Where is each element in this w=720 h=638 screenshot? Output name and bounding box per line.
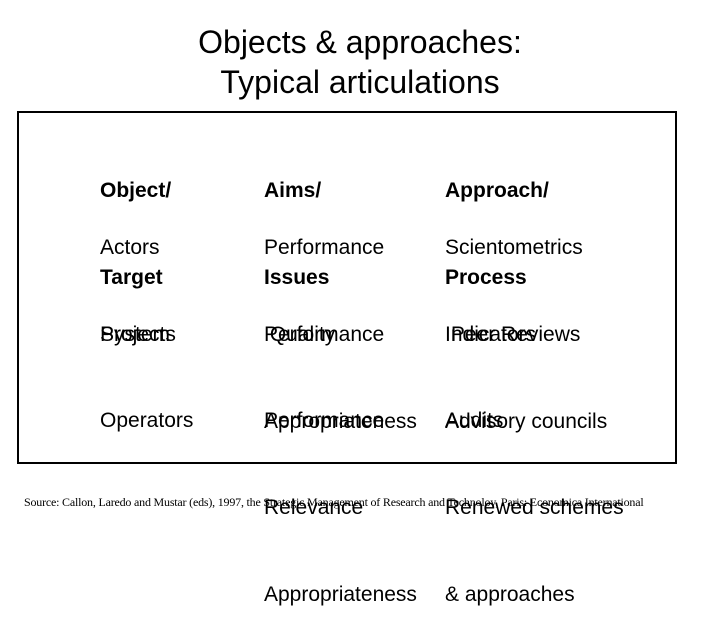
title-line-1: Objects & approaches: <box>198 24 522 60</box>
row-1-approach: Scientometrics Peer Reviews <box>445 175 583 378</box>
row-2-aims-line-2: Appropriateness <box>264 410 417 433</box>
source-citation: Source: Callon, Laredo and Mustar (eds),… <box>24 495 644 509</box>
row-1-object-line-1: Actors <box>100 236 160 259</box>
header-object-line-1: Object/ <box>100 179 172 202</box>
row-1-object: Actors Projects <box>100 175 176 378</box>
header-approach-line-2: Process <box>445 266 527 289</box>
header-object-line-2: Target <box>100 266 163 289</box>
title-line-2: Typical articulations <box>220 64 500 100</box>
row-2-object-line-1: System <box>100 323 171 346</box>
row-3-object: Operators <box>100 348 193 464</box>
row-3-approach-line-3: & approaches <box>445 583 575 606</box>
header-approach: Approach/ Process <box>445 118 549 321</box>
slide-title: Objects & approaches: Typical articulati… <box>0 22 720 102</box>
header-aims-line-2: Issues <box>264 266 330 289</box>
row-3-aims: Performance Relevance Appropriateness <box>264 348 417 638</box>
row-1-aims: Performance Quality <box>264 175 384 378</box>
header-aims: Aims/ Issues <box>264 118 329 321</box>
row-2-approach-line-1: Indicators <box>445 323 537 346</box>
row-2-approach-line-2: Advisory councils <box>445 410 608 433</box>
row-3-aims-line-1: Performance <box>264 409 385 432</box>
header-object: Object/ Target <box>100 118 171 321</box>
row-1-aims-line-1: Performance <box>264 236 385 259</box>
row-1-object-line-2: Projects <box>100 323 176 346</box>
content-frame <box>17 111 677 464</box>
row-3-object-line-1: Operators <box>100 409 194 432</box>
header-aims-line-1: Aims/ <box>264 179 322 202</box>
row-3-approach-line-2: Renewed schemes <box>445 496 624 519</box>
header-approach-line-1: Approach/ <box>445 179 549 202</box>
row-2-aims: Performance Appropriateness <box>264 262 417 465</box>
row-2-aims-line-1: Performance <box>264 323 385 346</box>
row-1-approach-line-2: Peer Reviews <box>445 323 581 346</box>
row-3-aims-line-3: Appropriateness <box>264 583 417 606</box>
row-2-approach: Indicators Advisory councils <box>445 262 607 465</box>
row-3-aims-line-2: Relevance <box>264 496 364 519</box>
row-1-approach-line-1: Scientometrics <box>445 236 583 259</box>
row-1-aims-line-2: Quality <box>264 323 336 346</box>
row-3-approach-line-1: Audits <box>445 409 504 432</box>
row-2-object: System <box>100 262 170 378</box>
row-3-approach: Audits Renewed schemes & approaches <box>445 348 624 638</box>
